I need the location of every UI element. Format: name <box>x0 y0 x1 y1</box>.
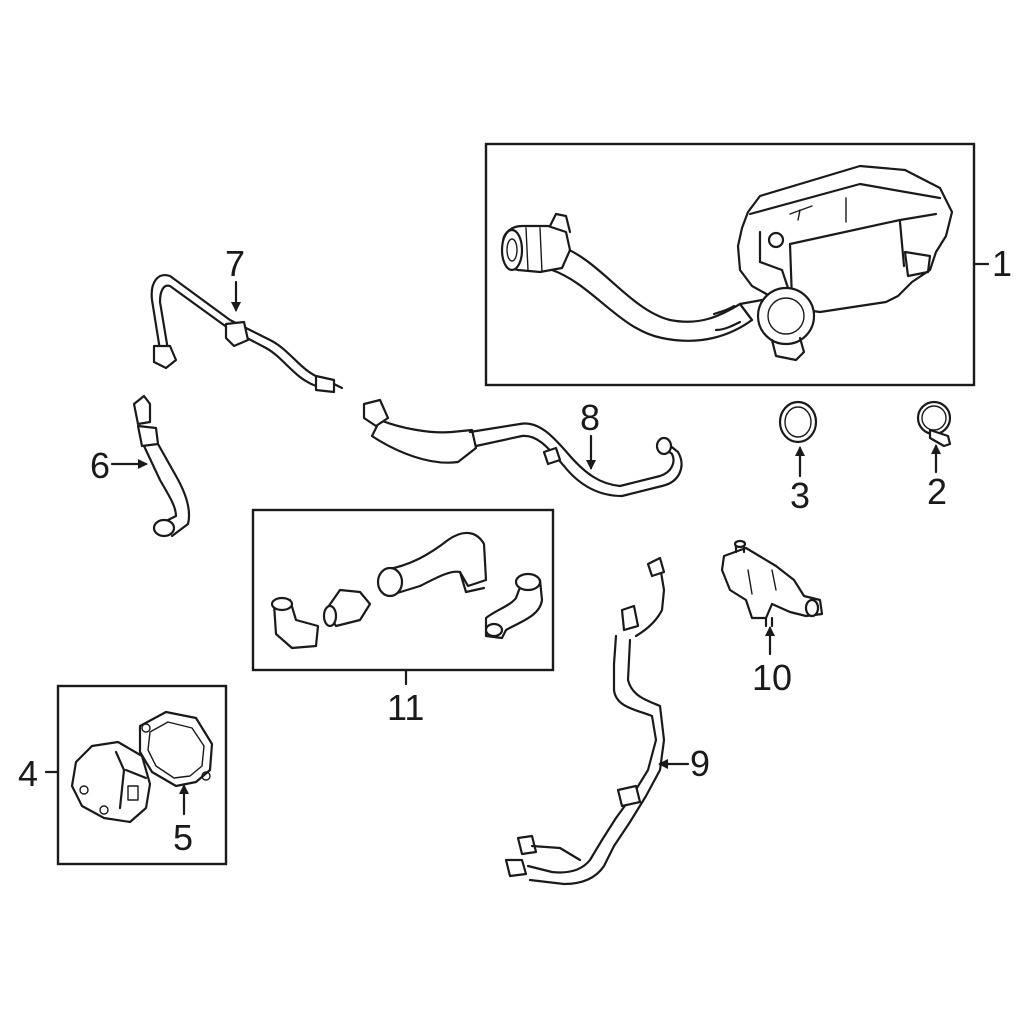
part-1-drawing <box>500 164 954 362</box>
callout-7: 7 <box>225 243 245 284</box>
callout-9: 9 <box>690 743 710 784</box>
callout-10: 10 <box>752 657 792 698</box>
part-4-frame <box>56 684 228 866</box>
callout-4: 4 <box>18 753 38 794</box>
part-3-drawing <box>778 400 818 444</box>
callout-11: 11 <box>387 687 424 728</box>
part-5-drawing <box>138 710 214 788</box>
part-11-frame <box>251 508 555 672</box>
part-4-drawing <box>70 740 152 824</box>
callout-6: 6 <box>90 445 110 486</box>
part-9-drawing <box>504 556 666 886</box>
part-2-drawing <box>916 400 952 448</box>
callout-8: 8 <box>580 397 600 438</box>
callout-2: 2 <box>927 471 947 512</box>
part-8-drawing <box>362 398 683 498</box>
part-10-drawing <box>720 539 824 628</box>
part-7-drawing <box>150 274 344 394</box>
callout-1: 1 <box>992 243 1012 284</box>
callout-3: 3 <box>790 475 810 516</box>
part-11-drawing <box>270 531 544 650</box>
callout-5: 5 <box>173 817 193 858</box>
part-6-drawing <box>132 394 191 538</box>
